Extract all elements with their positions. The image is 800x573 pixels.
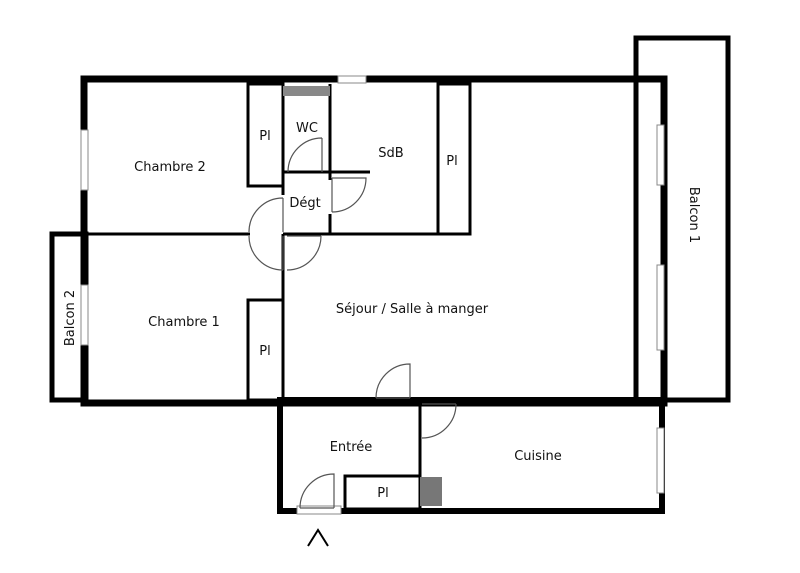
duct [283,86,330,96]
label-pl-entree: Pl [377,486,388,501]
duct [420,477,442,506]
label-entree: Entrée [330,440,373,455]
chevron-up-icon [307,528,329,547]
label-pl-chambre-1: Pl [259,344,270,359]
label-sejour: Séjour / Salle à manger [336,302,489,317]
label-balcon-1: Balcon 1 [686,187,701,243]
windows [80,75,665,515]
label-sdb: SdB [378,146,403,161]
balcon-1 [633,35,731,403]
interior-walls [86,82,472,511]
label-degt: Dégt [289,196,320,211]
label-chambre-2: Chambre 2 [134,160,206,175]
label-chambre-1: Chambre 1 [148,315,220,330]
label-pl-sdb: Pl [446,154,457,169]
label-wc: WC [296,121,318,136]
label-cuisine: Cuisine [514,449,562,464]
label-balcon-2: Balcon 2 [63,290,78,346]
outer-walls [80,75,668,514]
label-pl-chambre-2: Pl [259,129,270,144]
doors [248,137,457,509]
